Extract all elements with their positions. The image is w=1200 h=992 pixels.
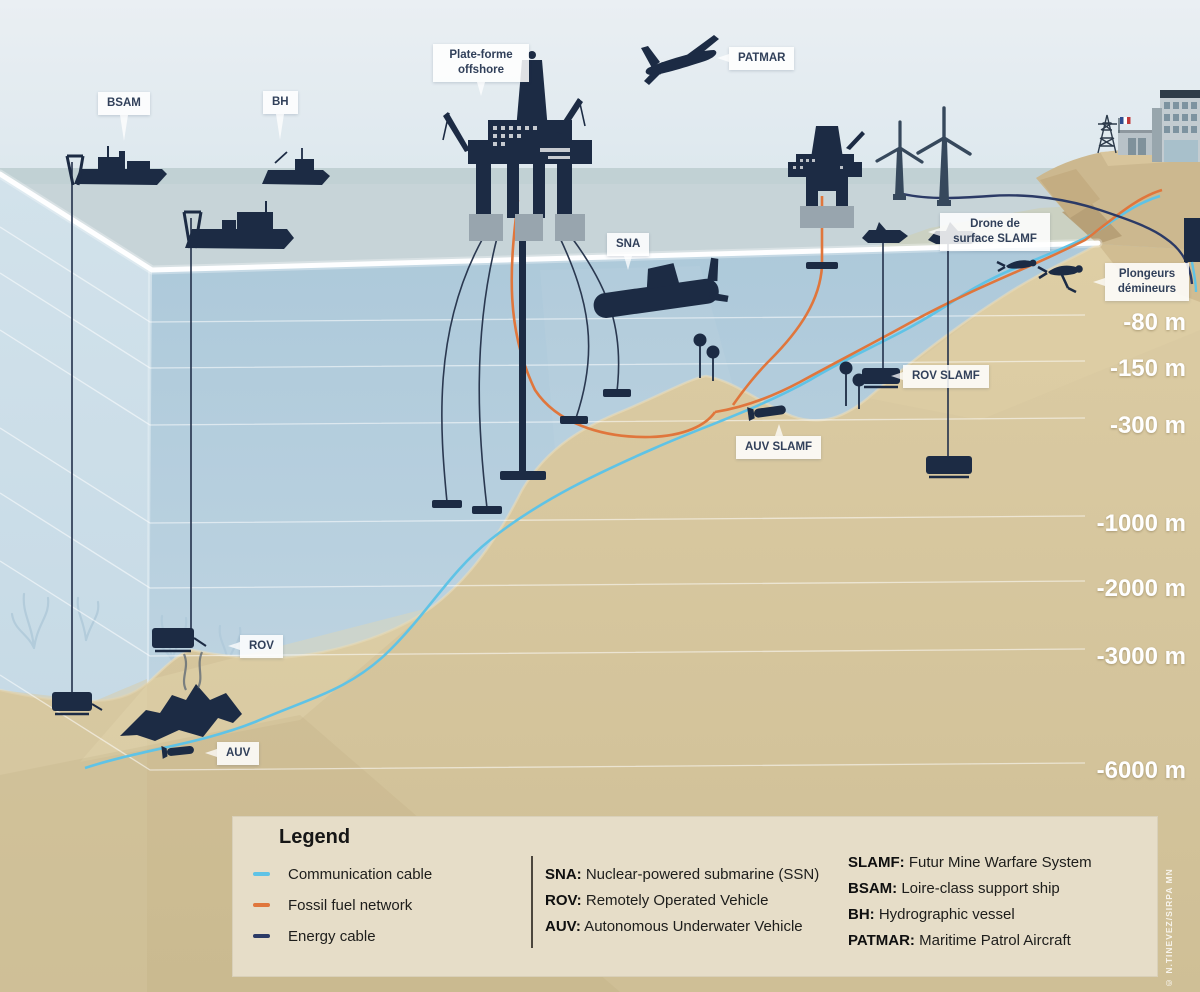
legend-fossil-fuel-network: Fossil fuel network (253, 895, 412, 915)
energy-cable (902, 192, 1194, 285)
abbr-bsam: BSAM: Loire-class support ship (848, 880, 1060, 897)
submarine-sna (593, 257, 729, 318)
energy-cable-swatch (253, 934, 270, 938)
legend-panel: Legend Communication cable Fossil fuel n… (232, 816, 1158, 977)
depth-marker-3000m: -3000 m (1096, 643, 1186, 670)
abbr-rov-def: Remotely Operated Vehicle (581, 892, 769, 909)
abbr-rov-term: ROV: (545, 892, 582, 909)
surface-drone-1 (862, 222, 908, 243)
rov-left-deep (52, 692, 103, 716)
callout-bh: BH (263, 91, 298, 140)
callout-auv: AUV (204, 742, 260, 765)
callout-offshore-platform: Plate-forme offshore (433, 44, 529, 96)
abbr-sna: SNA: Nuclear-powered submarine (SSN) (545, 866, 819, 883)
electric-pylon (1097, 114, 1117, 154)
sky (0, 0, 1200, 178)
fossil-fuel-pipeline (714, 188, 1163, 414)
communication-cable-label: Communication cable (288, 865, 433, 883)
credit-text: © N.TINEVEZ/SIRPA MN (1164, 868, 1174, 988)
abbr-auv: AUV: Autonomous Underwater Vehicle (545, 918, 803, 935)
abbr-bh-def: Hydrographic vessel (874, 906, 1015, 923)
abbr-bsam-def: Loire-class support ship (897, 880, 1060, 897)
abbr-slamf: SLAMF: Futur Mine Warfare System (848, 854, 1092, 871)
abbr-patmar-def: Maritime Patrol Aircraft (914, 932, 1071, 949)
fossil-fuel-swatch (253, 903, 270, 907)
rov-slamf-1 (862, 368, 900, 389)
auv-left (161, 745, 194, 759)
rov-slamf-2 (926, 456, 972, 479)
legend-title: Legend (279, 826, 351, 848)
callout-rov-slamf: ROV SLAMF (891, 365, 989, 388)
wind-turbines (875, 106, 972, 206)
small-platform (788, 126, 865, 269)
harbor-structure (1184, 218, 1200, 293)
communication-cable-swatch (253, 872, 270, 876)
platform-riser (510, 199, 717, 439)
abbr-sna-def: Nuclear-powered submarine (SSN) (581, 866, 820, 883)
abbr-sna-term: SNA: (545, 866, 582, 883)
rov-left-mid (152, 628, 207, 653)
support-ship (182, 201, 294, 249)
sea-mines (693, 333, 866, 409)
hydrothermal-vent (120, 651, 242, 741)
energy-cable-label: Energy cable (288, 927, 376, 945)
coastal-buildings (1118, 90, 1200, 162)
depth-gridlines (0, 226, 1086, 771)
abbr-bsam-term: BSAM: (848, 880, 898, 897)
callout-sna: SNA (607, 233, 650, 270)
abbr-bh-term: BH: (848, 906, 875, 923)
fossil-fuel-label: Fossil fuel network (288, 896, 413, 914)
abbr-rov: ROV: Remotely Operated Vehicle (545, 892, 768, 909)
small-platform-riser (731, 196, 824, 406)
offshore-platform (432, 51, 631, 514)
depth-marker-80m: -80 m (1123, 309, 1186, 336)
bsam-ship (65, 146, 167, 186)
legend-energy-cable: Energy cable (253, 926, 376, 946)
mine-clearance-divers (996, 259, 1083, 294)
abbr-auv-term: AUV: (545, 918, 581, 935)
callout-divers: Plongeurs démineurs (1093, 263, 1189, 301)
abbr-slamf-def: Futur Mine Warfare System (904, 854, 1092, 871)
abbr-bh: BH: Hydrographic vessel (848, 906, 1015, 923)
depth-marker-1000m: -1000 m (1096, 510, 1186, 537)
callout-auv-slamf: AUV SLAMF (736, 424, 822, 459)
depth-marker-150m: -150 m (1109, 355, 1186, 382)
legend-communication-cable: Communication cable (253, 864, 432, 884)
abbr-auv-def: Autonomous Underwater Vehicle (580, 918, 803, 935)
auv-slamf (747, 405, 786, 422)
abbr-patmar: PATMAR: Maritime Patrol Aircraft (848, 932, 1071, 949)
callout-bsam: BSAM (98, 92, 150, 141)
depth-marker-2000m: -2000 m (1096, 575, 1186, 602)
abbr-slamf-term: SLAMF: (848, 854, 905, 871)
depth-marker-6000m: -6000 m (1096, 757, 1186, 784)
depth-marker-300m: -300 m (1109, 412, 1186, 439)
abbr-patmar-term: PATMAR: (848, 932, 915, 949)
bh-ship (262, 148, 330, 185)
legend-divider (531, 856, 533, 948)
patmar-aircraft (641, 35, 719, 85)
silhouettes (52, 35, 1200, 759)
callout-patmar: PATMAR (716, 47, 795, 70)
callout-rov: ROV (228, 635, 283, 658)
callout-surface-drone: Drone de surface SLAMF (928, 213, 1050, 251)
